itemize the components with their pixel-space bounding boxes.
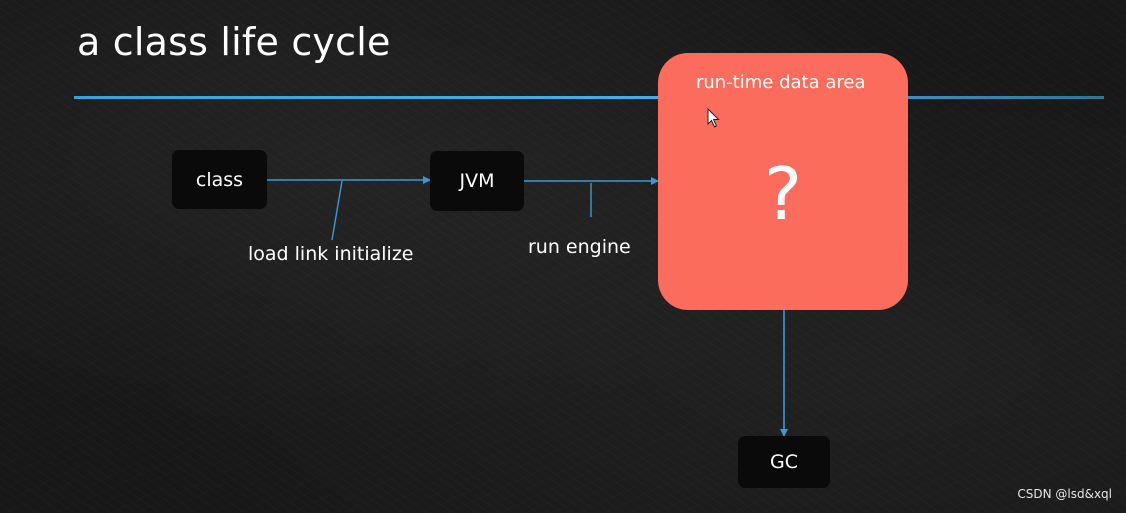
- jvm-node-label: JVM: [459, 170, 495, 192]
- class-node-label: class: [195, 168, 244, 191]
- load-link-initialize-label: load link initialize: [248, 243, 414, 265]
- runtime-data-area-title: run-time data area: [696, 72, 866, 93]
- runtime-data-area: run-time data area ?: [658, 53, 908, 310]
- leader-load-label: [331, 180, 343, 241]
- title-underline: [74, 96, 1104, 99]
- mouse-cursor-icon: [707, 108, 720, 128]
- slide-title: a class life cycle: [77, 20, 391, 64]
- jvm-node: JVM: [430, 151, 524, 211]
- question-mark: ?: [763, 152, 803, 236]
- gc-node: GC: [738, 436, 830, 488]
- class-node: class: [172, 150, 267, 209]
- watermark: CSDN @lsd&xql: [1017, 487, 1112, 501]
- run-engine-label: run engine: [528, 236, 631, 258]
- gc-node-label: GC: [770, 451, 798, 473]
